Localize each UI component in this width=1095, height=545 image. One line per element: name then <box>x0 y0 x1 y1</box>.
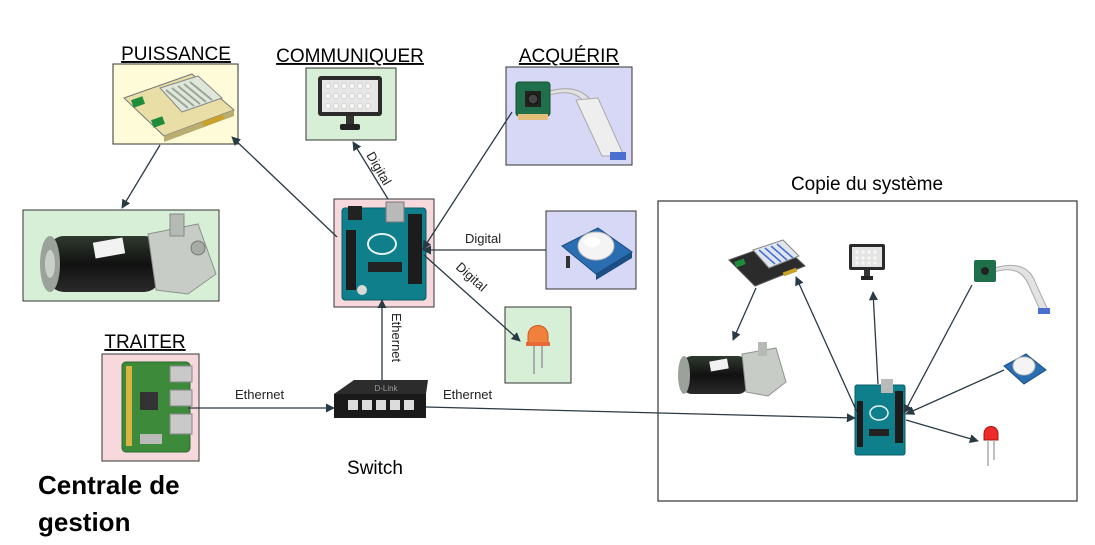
pir-sensor-icon <box>561 227 633 280</box>
dc-motor-icon <box>40 213 217 295</box>
puissance-title: PUISSANCE <box>121 44 231 65</box>
edge-label-ethernet-right: Ethernet <box>443 387 493 402</box>
edge-label-digital-pir: Digital <box>465 231 501 246</box>
arrow-copy-shield-to-motor <box>732 287 757 341</box>
copy-led-light-panel-icon <box>849 244 885 280</box>
led-light-panel-icon <box>318 76 382 130</box>
copy-dc-motor-icon <box>678 342 787 397</box>
edge-label-ethernet-left: Ethernet <box>235 387 285 402</box>
red-led-icon <box>526 325 550 374</box>
arrow-copy-pir-to-arduino <box>905 369 1005 415</box>
copy-red-led-icon <box>983 426 999 466</box>
copy-pir-sensor-icon <box>1003 353 1047 385</box>
switch-label: Switch <box>347 458 403 479</box>
centrale-title-line1: Centrale de <box>38 470 180 500</box>
arrow-copy-arduino-to-light <box>868 291 879 385</box>
arrow-puissance-to-motor <box>121 144 161 209</box>
arrow-copy-camera-to-arduino <box>903 284 973 414</box>
arduino-board-icon <box>341 201 427 301</box>
centrale-title-line2: gestion <box>38 507 130 537</box>
edge-label-digital-communiquer: Digital <box>363 149 394 188</box>
arrow-copy-arduino-to-led <box>905 419 979 444</box>
arrow-acquerir-to-arduino <box>422 111 513 250</box>
arrow-switch-to-copy-arduino <box>425 406 856 423</box>
edge-label-digital-led: Digital <box>453 259 490 294</box>
arrow-arduino-to-communiquer <box>352 141 389 200</box>
copie-box <box>657 200 1078 502</box>
traiter-title: TRAITER <box>104 332 185 353</box>
power-shield-icon <box>123 73 235 142</box>
camera-module-icon <box>515 81 626 160</box>
arrow-copy-arduino-to-shield <box>795 276 858 413</box>
copy-arduino-board-icon <box>854 379 906 456</box>
copy-camera-module-icon <box>974 260 1050 314</box>
acquerir-title: ACQUÉRIR <box>519 46 619 67</box>
communiquer-title: COMMUNIQUER <box>276 46 424 67</box>
copy-power-shield-icon <box>728 239 806 287</box>
copie-title: Copie du système <box>791 174 943 195</box>
arrow-arduino-to-puissance <box>231 136 338 238</box>
edge-label-ethernet-vertical: Ethernet <box>389 313 404 363</box>
arrow-arduino-to-led <box>423 254 521 342</box>
raspberry-pi-icon <box>121 361 193 453</box>
network-switch-icon: D-Link <box>334 380 428 418</box>
switch-brand-label: D-Link <box>374 384 398 393</box>
